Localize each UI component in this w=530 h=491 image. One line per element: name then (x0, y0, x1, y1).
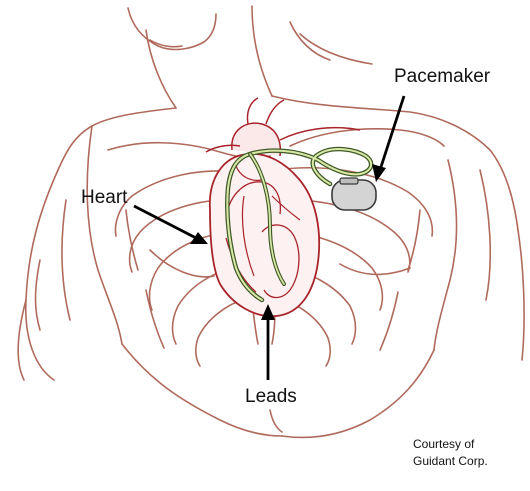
pacemaker-device (332, 178, 376, 210)
leads-label: Leads (245, 386, 297, 408)
image-credit: Courtesy of Guidant Corp. (413, 436, 488, 470)
heart-label: Heart (81, 187, 127, 209)
pacemaker-label: Pacemaker (394, 66, 490, 88)
credit-line-1: Courtesy of (413, 436, 488, 453)
heart-arrowhead (190, 232, 208, 244)
pacemaker-arrow (380, 96, 404, 170)
credit-line-2: Guidant Corp. (413, 453, 488, 470)
heart-arrow (134, 206, 196, 238)
